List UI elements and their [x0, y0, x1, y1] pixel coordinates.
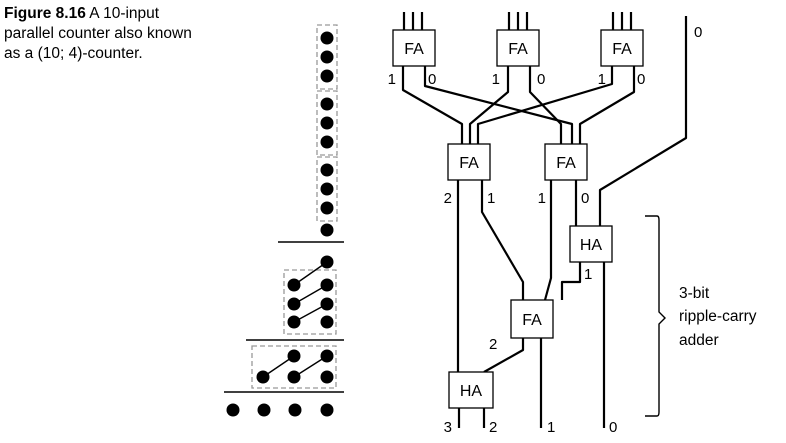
bit-label: 2: [489, 336, 497, 353]
dot-group-box: [316, 156, 338, 222]
dot: [320, 31, 334, 45]
dot-diagram: [224, 24, 344, 417]
bit-label: 0: [637, 71, 645, 88]
dot: [257, 403, 271, 417]
fa-mid-left-label: FA: [459, 155, 479, 172]
dot: [287, 315, 301, 329]
figure-caption: Figure 8.16 A 10-input parallel counter …: [4, 4, 204, 64]
stage2-dots: [287, 255, 334, 329]
fa-top-right-block: FA: [600, 29, 644, 67]
bit-label: 0: [537, 71, 545, 88]
figure-label: Figure 8.16: [4, 5, 86, 22]
fa-top-left-block: FA: [392, 29, 436, 67]
bit-label: 0: [694, 24, 702, 41]
dot: [320, 50, 334, 64]
curly-brace: [645, 215, 666, 417]
dot: [320, 135, 334, 149]
dot: [320, 278, 334, 292]
dot: [320, 163, 334, 177]
dot: [226, 403, 240, 417]
dot: [287, 297, 301, 311]
bit-label: 2: [444, 190, 452, 207]
caption-text: A 10-input parallel counter also known a…: [4, 5, 192, 62]
dot: [320, 255, 334, 269]
bit-label: 1: [584, 266, 592, 283]
bit-label: 0: [428, 71, 436, 88]
brace-label-line: adder: [679, 332, 719, 349]
ha-bottom-label: HA: [460, 383, 483, 400]
dot: [320, 349, 334, 363]
ha-bottom-block: HA: [448, 371, 494, 409]
dot: [320, 370, 334, 384]
dot: [320, 201, 334, 215]
fa-bottom-block: FA: [510, 299, 554, 339]
dot: [320, 315, 334, 329]
input-dots: [320, 31, 334, 237]
stage3-dots: [256, 349, 334, 384]
dot: [287, 349, 301, 363]
bit-label: 1: [598, 71, 606, 88]
dot-group-box: [283, 269, 337, 335]
bit-label: 1: [492, 71, 500, 88]
dot: [320, 297, 334, 311]
fa-mid-right-label: FA: [556, 155, 576, 172]
dot: [320, 403, 334, 417]
dot: [288, 403, 302, 417]
fa-bottom-label: FA: [522, 312, 542, 329]
bit-label: 2: [489, 419, 497, 436]
fa-top-left-label: FA: [404, 41, 424, 58]
bit-label: 3: [444, 419, 452, 436]
wires: [401, 16, 688, 428]
dot-group-box: [316, 24, 338, 90]
bit-label: 1: [538, 190, 546, 207]
dot: [320, 69, 334, 83]
brace-label-line: 3-bit: [679, 285, 710, 302]
fa-mid-left-block: FA: [447, 143, 491, 181]
fa-top-right-label: FA: [612, 41, 632, 58]
dot: [320, 116, 334, 130]
brace-label-line: ripple-carry: [679, 308, 757, 325]
dot-group-box: [251, 345, 337, 389]
dot: [320, 223, 334, 237]
result-dots: [226, 403, 334, 417]
bit-labels: 1 0 1 0 1 0 0 2 1 1 0 1 2 3 2 1 0: [388, 24, 703, 436]
dot-group-box: [316, 90, 338, 156]
circuit: FA FA FA FA FA HA FA HA: [388, 12, 757, 436]
bit-label: 0: [581, 190, 589, 207]
bit-label: 1: [388, 71, 396, 88]
fa-top-mid-label: FA: [508, 41, 528, 58]
dot: [287, 370, 301, 384]
dot: [320, 97, 334, 111]
dot: [320, 182, 334, 196]
bit-label: 1: [487, 190, 495, 207]
ha-right-block: HA: [569, 225, 613, 263]
dot: [256, 370, 270, 384]
input-ticks: [402, 12, 633, 30]
fa-top-mid-block: FA: [496, 29, 540, 67]
ha-right-label: HA: [580, 237, 603, 254]
bit-label: 0: [609, 419, 617, 436]
dot: [287, 278, 301, 292]
fa-mid-right-block: FA: [544, 143, 588, 181]
bit-label: 1: [547, 419, 555, 436]
brace-label: 3-bit ripple-carry adder: [679, 285, 757, 349]
